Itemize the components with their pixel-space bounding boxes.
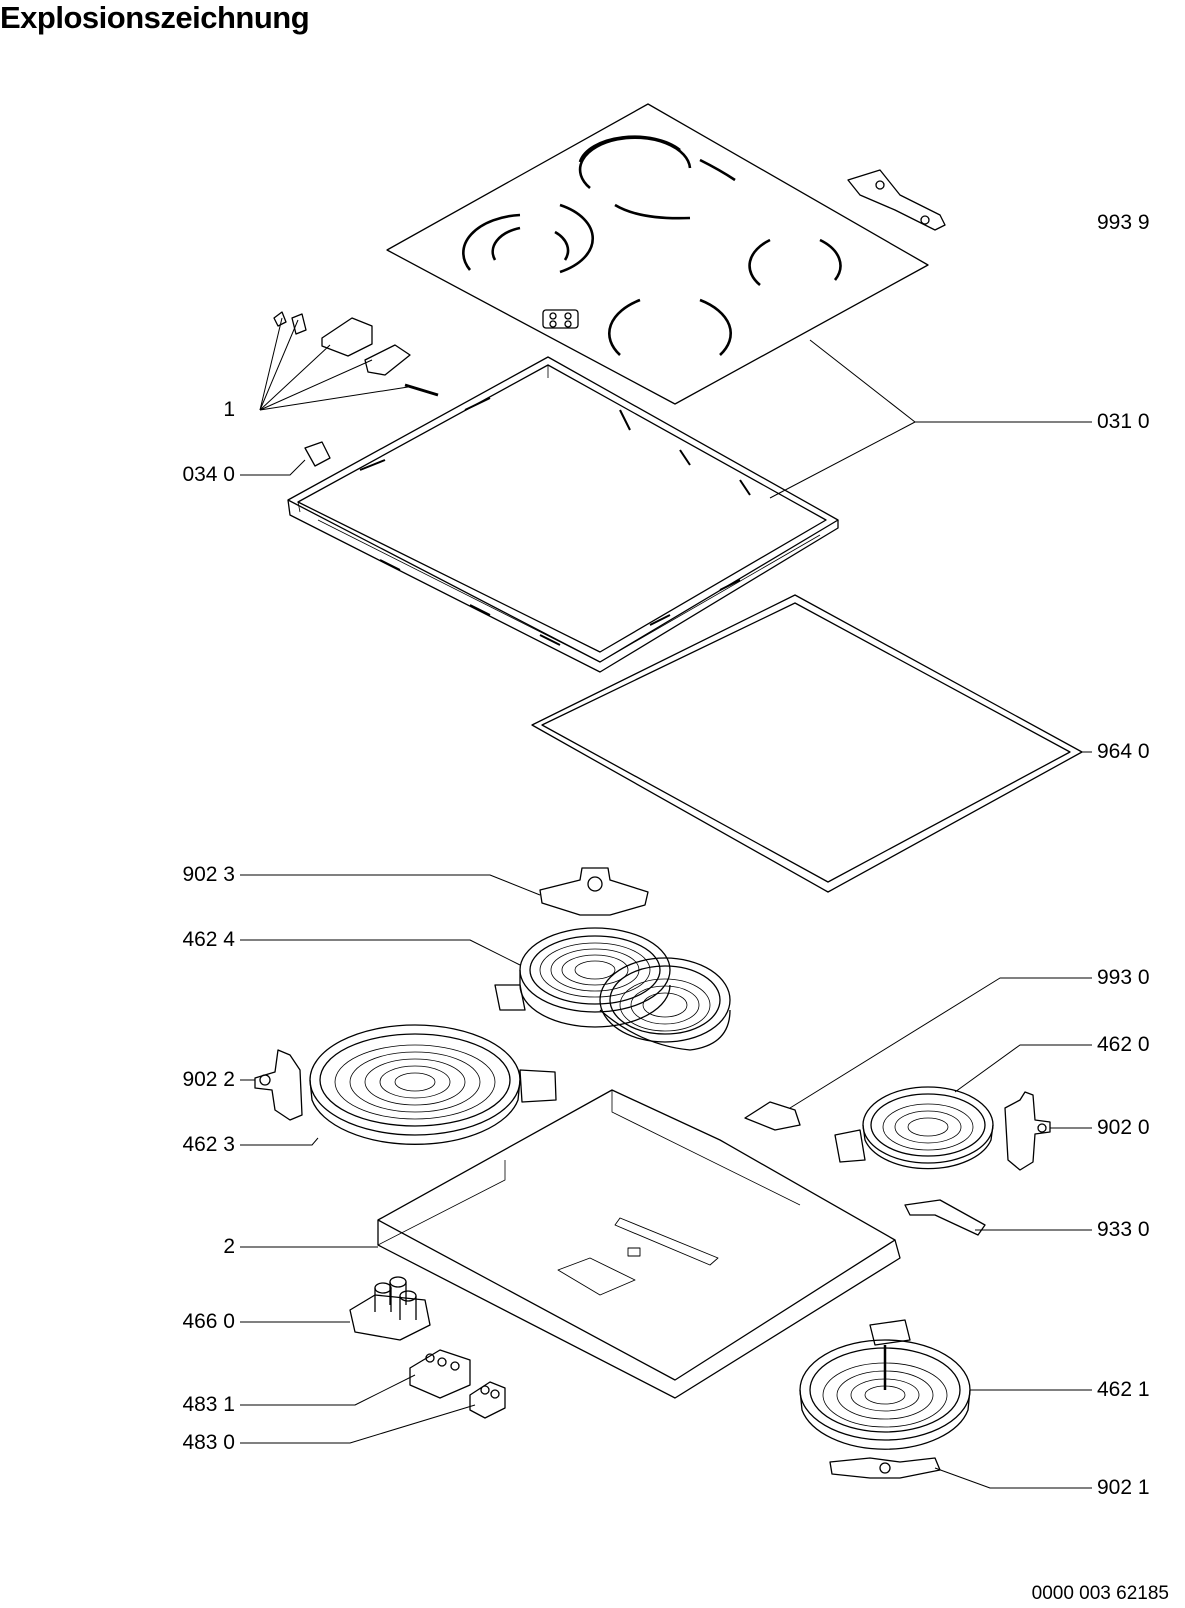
callout-4831: 483 1 <box>182 1393 235 1416</box>
bracket-9022-part <box>254 1049 303 1121</box>
leader-lines <box>240 317 1092 1489</box>
bracket-9023-part <box>539 867 649 916</box>
callout-4660: 466 0 <box>182 1310 235 1333</box>
terminal-4830-part <box>469 1381 506 1419</box>
bracket-9020-part <box>1004 1091 1051 1171</box>
fastening-parts-group <box>273 311 439 397</box>
bottom-tray-part <box>377 1089 901 1399</box>
callout-9930: 993 0 <box>1097 966 1150 989</box>
callout-4623: 462 3 <box>182 1133 235 1156</box>
callout-9020: 902 0 <box>1097 1116 1150 1139</box>
clip-9930-part <box>744 1101 801 1131</box>
clip-part <box>304 441 331 467</box>
callout-2: 2 <box>223 1235 235 1258</box>
callout-9939: 993 9 <box>1097 211 1150 234</box>
callout-1: 1 <box>223 398 235 421</box>
callout-4624: 462 4 <box>182 928 235 951</box>
callout-4621: 462 1 <box>1097 1378 1150 1401</box>
cooktop-frame-part <box>287 356 839 673</box>
heating-element-4624-part <box>494 927 731 1051</box>
bracket-9021-part <box>829 1457 941 1479</box>
callout-9021: 902 1 <box>1097 1476 1150 1499</box>
callout-9022: 902 2 <box>182 1068 235 1091</box>
gasket-part <box>531 594 1083 893</box>
callout-0340: 034 0 <box>182 463 235 486</box>
callout-4620: 462 0 <box>1097 1033 1150 1056</box>
callout-0310: 031 0 <box>1097 410 1150 433</box>
callout-9330: 933 0 <box>1097 1218 1150 1241</box>
document-number: 0000 003 62185 <box>1031 1583 1169 1604</box>
glass-cooktop-part <box>386 103 929 405</box>
heating-element-4623-part <box>309 1024 557 1145</box>
cooktop-bracket-part <box>847 169 946 231</box>
terminal-block-4660-part <box>349 1276 431 1341</box>
page-title: Explosionszeichnung <box>0 0 310 35</box>
callout-4830: 483 0 <box>182 1431 235 1454</box>
heating-element-4620-part <box>834 1086 994 1170</box>
heating-element-4621-part <box>799 1319 971 1450</box>
part-9330 <box>904 1199 986 1236</box>
callout-9640: 964 0 <box>1097 740 1150 763</box>
callout-9023: 902 3 <box>182 863 235 886</box>
terminal-4831-part <box>409 1349 471 1399</box>
